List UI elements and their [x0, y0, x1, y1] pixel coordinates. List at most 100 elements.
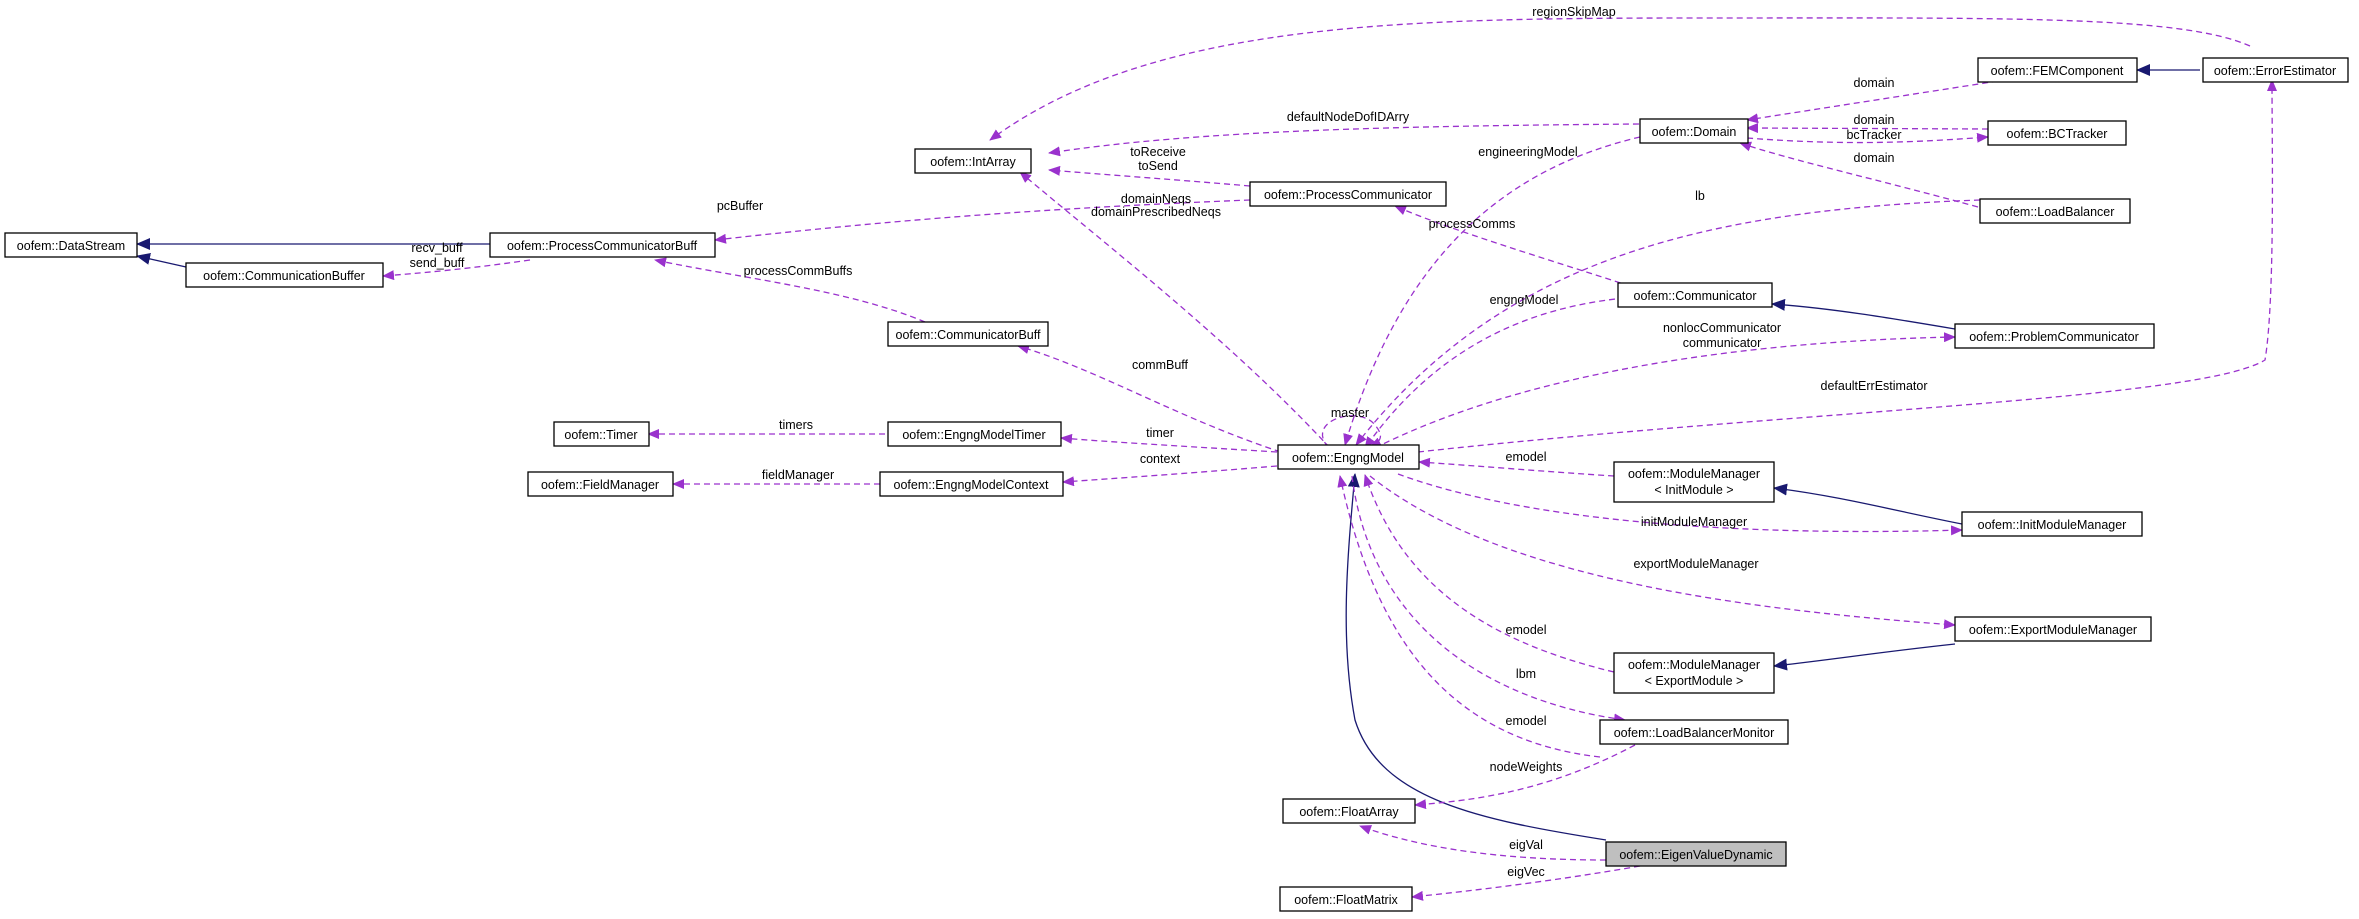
node-label: oofem::IntArray [930, 155, 1016, 169]
edge-bctracker-domain [1746, 123, 1989, 134]
label-communicator: communicator [1683, 336, 1762, 350]
edge-domain-engngmodel [1343, 136, 1641, 446]
label-timers: timers [779, 418, 813, 432]
edge-engngmodel-engngmodeltimer [1060, 433, 1278, 453]
label-defaulterrestimator: defaultErrEstimator [1821, 379, 1928, 393]
node-label: oofem::LoadBalancerMonitor [1614, 726, 1775, 740]
edge-loadbalancermonitor-floatarray [1414, 744, 1636, 810]
edge-loadbalancer-domain [1739, 141, 1979, 208]
edge-modulemanager-init-engngmodel [1418, 457, 1615, 477]
node-timer[interactable]: oofem::Timer [553, 421, 650, 447]
edge-loadbalancer-engngmodel [1355, 199, 1981, 446]
node-loadbalancer[interactable]: oofem::LoadBalancer [1979, 198, 2131, 224]
edge-labels: regionSkipMap domain defaultNodeDofIDArr… [410, 5, 1928, 879]
node-label: oofem::DataStream [17, 239, 125, 253]
edge-femcomponent-domain [1746, 80, 1999, 124]
label-domainneqs: domainNeqs [1121, 192, 1191, 206]
label-nodeweights: nodeWeights [1490, 760, 1563, 774]
label-engineeringmodel: engineeringModel [1478, 145, 1577, 159]
node-label: oofem::EngngModel [1292, 451, 1404, 465]
node-engngmodelcontext[interactable]: oofem::EngngModelContext [879, 471, 1064, 497]
label-master: master [1331, 406, 1369, 420]
edge-exportmodulemanager-modulemanager [1773, 643, 1956, 671]
label-recv-buff: recv_buff [411, 241, 463, 255]
node-processcommunicator[interactable]: oofem::ProcessCommunicator [1249, 181, 1447, 207]
label-nonloccommunicator: nonlocCommunicator [1663, 321, 1781, 335]
node-communicator[interactable]: oofem::Communicator [1617, 282, 1773, 308]
edge-engngmodel-loadbalancermonitor [1351, 475, 1626, 724]
node-datastream[interactable]: oofem::DataStream [4, 232, 138, 258]
edge-engngmodel-errorestimator [1417, 79, 2278, 453]
node-initmodulemanager[interactable]: oofem::InitModuleManager [1961, 511, 2143, 537]
node-label: oofem::InitModuleManager [1978, 518, 2127, 532]
label-tosend: toSend [1138, 159, 1178, 173]
edge-communicatorbuff-processcommunicatorbuff [654, 257, 926, 323]
edge-eigenvaluedynamic-floatmatrix [1411, 865, 1641, 901]
node-engngmodel[interactable]: oofem::EngngModel [1277, 444, 1420, 470]
node-label: oofem::ProcessCommunicatorBuff [507, 239, 698, 253]
edges [136, 17, 2278, 901]
label-emodel-lbm: emodel [1506, 714, 1547, 728]
node-label: oofem::BCTracker [2007, 127, 2108, 141]
label-fieldmanager: fieldManager [762, 468, 834, 482]
label-processcomms: processComms [1429, 217, 1516, 231]
node-label: oofem::CommunicationBuffer [203, 269, 365, 283]
edge-processcommunicator-intarray [1048, 165, 1251, 187]
node-label-template: < InitModule > [1654, 483, 1733, 497]
label-regionskipmap: regionSkipMap [1532, 5, 1615, 19]
node-label: oofem::EngngModelContext [894, 478, 1049, 492]
nodes: oofem::DataStream oofem::CommunicationBu… [4, 57, 2349, 912]
node-label: oofem::ExportModuleManager [1969, 623, 2137, 637]
label-initmodulemanager: initModuleManager [1641, 515, 1747, 529]
node-floatarray[interactable]: oofem::FloatArray [1282, 798, 1416, 824]
node-label: oofem::EigenValueDynamic [1619, 848, 1772, 862]
node-label: oofem::ModuleManager [1628, 658, 1760, 672]
node-modulemanager-initmodule[interactable]: oofem::ModuleManager < InitModule > [1613, 461, 1775, 503]
label-commbuff: commBuff [1132, 358, 1189, 372]
node-intarray[interactable]: oofem::IntArray [914, 148, 1032, 174]
label-send-buff: send_buff [410, 256, 465, 270]
edge-initmodulemanager-modulemanager [1773, 483, 1963, 525]
label-emodel-export: emodel [1506, 623, 1547, 637]
node-floatmatrix[interactable]: oofem::FloatMatrix [1279, 886, 1413, 912]
node-fieldmanager[interactable]: oofem::FieldManager [527, 471, 674, 497]
edge-domain-bctracker [1746, 132, 1989, 144]
edge-engngmodel-self-master [1321, 415, 1383, 448]
edge-engngmodel-initmodulemanager [1397, 473, 1963, 536]
edge-loadbalancermonitor-engngmodel [1337, 475, 1601, 758]
node-label: oofem::CommunicatorBuff [896, 328, 1041, 342]
edge-engngmodel-problemcommunicator [1374, 332, 1956, 449]
label-domain-lb: domain [1854, 151, 1895, 165]
node-label: oofem::ProcessCommunicator [1264, 188, 1432, 202]
node-errorestimator[interactable]: oofem::ErrorEstimator [2202, 57, 2349, 83]
node-domain[interactable]: oofem::Domain [1639, 118, 1749, 144]
label-processcommbuffs: processCommBuffs [744, 264, 853, 278]
node-communicatorbuff[interactable]: oofem::CommunicatorBuff [887, 321, 1049, 347]
edge-engngmodel-engngmodelcontext [1062, 465, 1278, 487]
label-domain-fem: domain [1854, 76, 1895, 90]
label-domainprescribedneqs: domainPrescribedNeqs [1091, 205, 1221, 219]
node-problemcommunicator[interactable]: oofem::ProblemCommunicator [1954, 323, 2155, 349]
node-eigenvaluedynamic[interactable]: oofem::EigenValueDynamic [1605, 841, 1787, 867]
label-bctracker: bcTracker [1846, 128, 1901, 142]
edge-processcommunicator-processcommunicatorbuff [714, 199, 1251, 244]
label-context: context [1140, 452, 1181, 466]
node-label: oofem::FieldManager [541, 478, 659, 492]
node-label: oofem::EngngModelTimer [902, 428, 1045, 442]
label-lbm: lbm [1516, 667, 1536, 681]
node-communicationbuffer[interactable]: oofem::CommunicationBuffer [185, 262, 384, 288]
node-bctracker[interactable]: oofem::BCTracker [1987, 120, 2127, 146]
node-label: oofem::Communicator [1634, 289, 1757, 303]
node-engngmodeltimer[interactable]: oofem::EngngModelTimer [887, 421, 1062, 447]
node-processcommunicatorbuff[interactable]: oofem::ProcessCommunicatorBuff [489, 232, 716, 258]
node-femcomponent[interactable]: oofem::FEMComponent [1977, 57, 2138, 83]
node-modulemanager-exportmodule[interactable]: oofem::ModuleManager < ExportModule > [1613, 652, 1775, 694]
node-exportmodulemanager[interactable]: oofem::ExportModuleManager [1954, 616, 2152, 642]
node-label: oofem::ProblemCommunicator [1969, 330, 2139, 344]
node-label: oofem::FEMComponent [1991, 64, 2124, 78]
label-emodel-init: emodel [1506, 450, 1547, 464]
node-label: oofem::Timer [564, 428, 637, 442]
label-eigvec: eigVec [1507, 865, 1545, 879]
node-loadbalancermonitor[interactable]: oofem::LoadBalancerMonitor [1599, 719, 1789, 745]
